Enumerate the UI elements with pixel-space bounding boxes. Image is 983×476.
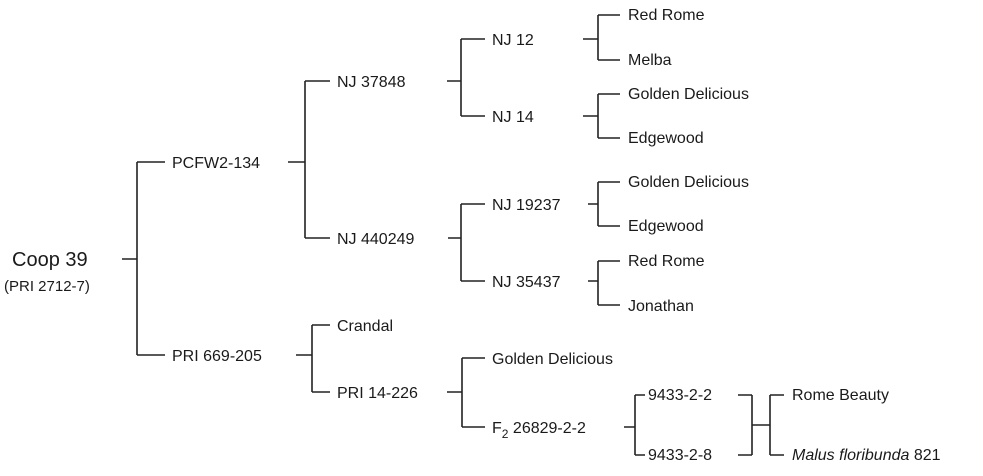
node-melba: Melba xyxy=(628,52,672,69)
edge-root xyxy=(122,161,165,356)
f2-number: 26829-2-2 xyxy=(508,420,585,437)
edge-nj-440249 xyxy=(448,203,485,282)
node-malus-floribunda-821: Malus floribunda 821 xyxy=(792,447,941,464)
node-9433-2-8: 9433-2-8 xyxy=(648,447,712,464)
node-pri-669-205: PRI 669-205 xyxy=(172,348,262,365)
edge-nj-12 xyxy=(583,14,620,61)
edge-nj-35437 xyxy=(588,260,620,306)
node-f2-26829-2-2: F2 26829-2-2 xyxy=(492,420,586,441)
node-edgewood-1: Edgewood xyxy=(628,130,704,147)
malus-species: Malus floribunda xyxy=(792,447,910,464)
node-root: Coop 39 xyxy=(12,249,88,271)
node-nj-14: NJ 14 xyxy=(492,109,534,126)
node-red-rome-2: Red Rome xyxy=(628,253,705,270)
edge-pri-669-205 xyxy=(296,324,330,393)
f2-letter: F xyxy=(492,420,502,437)
edge-pri-14-226 xyxy=(447,357,485,428)
node-labels: Coop 39 (PRI 2712-7) PCFW2-134 PRI 669-2… xyxy=(4,7,941,464)
node-9433-2-2: 9433-2-2 xyxy=(648,387,712,404)
node-golden-delicious-c: Golden Delicious xyxy=(492,351,613,368)
connector-lines xyxy=(122,14,784,456)
node-nj-19237: NJ 19237 xyxy=(492,197,561,214)
node-golden-delicious-2: Golden Delicious xyxy=(628,174,749,191)
node-root-alias: (PRI 2712-7) xyxy=(4,278,90,295)
node-red-rome-1: Red Rome xyxy=(628,7,705,24)
node-nj-37848: NJ 37848 xyxy=(337,74,406,91)
node-nj-35437: NJ 35437 xyxy=(492,274,561,291)
node-pcfw2-134: PCFW2-134 xyxy=(172,155,260,172)
f2-subscript: 2 xyxy=(502,427,509,441)
edge-nj-14 xyxy=(583,93,620,139)
node-nj-12: NJ 12 xyxy=(492,32,534,49)
edge-f2 xyxy=(624,394,645,456)
edge-nj-37848 xyxy=(447,38,485,117)
edge-nj-19237 xyxy=(588,181,620,227)
node-nj-440249: NJ 440249 xyxy=(337,231,414,248)
node-pri-14-226: PRI 14-226 xyxy=(337,385,418,402)
node-golden-delicious-1: Golden Delicious xyxy=(628,86,749,103)
edge-9433-parents xyxy=(738,394,784,456)
node-edgewood-2: Edgewood xyxy=(628,218,704,235)
node-crandal: Crandal xyxy=(337,318,393,335)
malus-number: 821 xyxy=(909,447,940,464)
node-jonathan: Jonathan xyxy=(628,298,694,315)
edge-pcfw2-134 xyxy=(288,80,330,239)
node-rome-beauty: Rome Beauty xyxy=(792,387,889,404)
